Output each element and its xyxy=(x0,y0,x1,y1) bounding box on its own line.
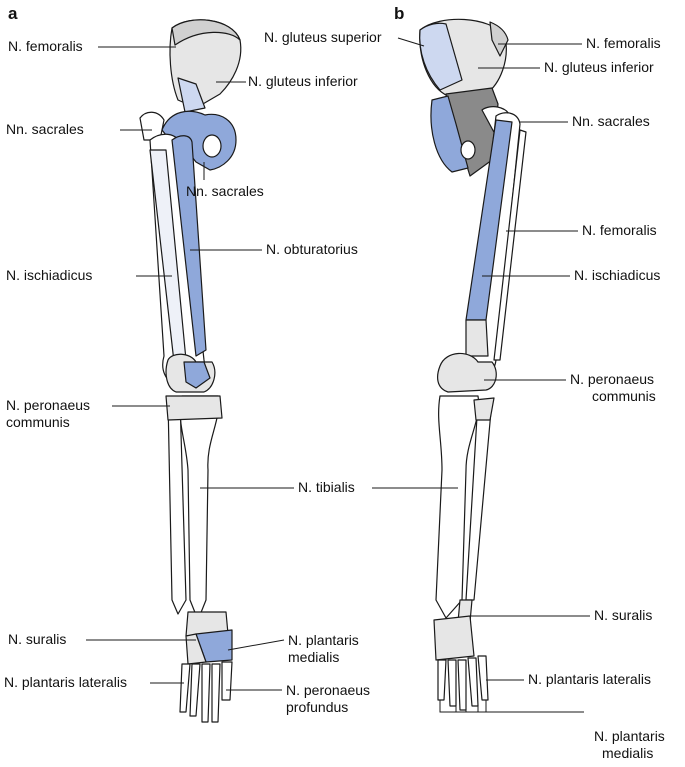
label-a-ischiadicus: N. ischiadicus xyxy=(6,267,93,283)
label-a-suralis: N. suralis xyxy=(8,631,67,647)
label-b-peronaeus-communis-line2: communis xyxy=(592,388,656,404)
label-a-peronaeus-profundus-line2: profundus xyxy=(286,699,349,715)
label-a-obturatorius: N. obturatorius xyxy=(266,241,358,257)
label-b-suralis: N. suralis xyxy=(594,607,653,623)
label-a-plantaris-medialis-line2: medialis xyxy=(288,649,340,665)
label-b-plantaris-lateralis: N. plantaris lateralis xyxy=(528,671,651,687)
tarsal-a-gray xyxy=(185,633,207,665)
label-b-ischiadicus: N. ischiadicus xyxy=(574,267,661,283)
femur-a-obturatorius xyxy=(171,135,207,357)
skeleton-posterior xyxy=(419,18,527,711)
femur-b-lower xyxy=(465,319,489,357)
leader-lines xyxy=(86,37,590,713)
panel-b-letter: b xyxy=(394,4,405,23)
ilium-a-glutinf xyxy=(177,77,206,113)
label-a-plantaris-lateralis: N. plantaris lateralis xyxy=(4,674,127,690)
tarsal-b xyxy=(433,615,475,661)
label-a-gluteus-inferior: N. gluteus inferior xyxy=(248,73,358,89)
label-a-plantaris-medialis-line1: N. plantaris xyxy=(288,632,359,648)
label-b-peronaeus-communis-line1: N. peronaeus xyxy=(570,371,655,387)
label-b-gluteus-superior: N. gluteus superior xyxy=(264,29,382,45)
toes-b xyxy=(437,655,489,711)
label-b-femoralis-top: N. femoralis xyxy=(586,35,661,51)
skeleton-anterior xyxy=(139,19,242,723)
obturator-foramen-a xyxy=(202,134,222,158)
label-b-plantaris-medialis-line1: N. plantaris xyxy=(594,728,665,744)
ilium-b-crest xyxy=(489,21,509,57)
tibia-a-upper xyxy=(165,395,223,421)
label-b-sacrales: Nn. sacrales xyxy=(572,113,650,129)
toes-a xyxy=(179,661,233,723)
label-b-femoralis-mid: N. femoralis xyxy=(582,222,657,238)
label-b-plantaris-medialis-line2: medialis xyxy=(602,745,654,761)
label-a-femoralis: N. femoralis xyxy=(8,38,83,54)
foramen-b xyxy=(460,140,476,160)
label-a-peronaeus-profundus-line1: N. peronaeus xyxy=(286,682,371,698)
patella-a xyxy=(183,361,211,389)
label-a-sacrales-top: Nn. sacrales xyxy=(6,121,84,137)
label-a-peronaeus-communis-line2: communis xyxy=(6,414,70,430)
label-a-peronaeus-communis-line1: N. peronaeus xyxy=(6,397,91,413)
label-b-gluteus-inferior: N. gluteus inferior xyxy=(544,59,654,75)
fibula-femoralis-b xyxy=(493,129,527,361)
label-a-sacrales-bottom: Nn. sacrales xyxy=(186,183,264,199)
label-a-tibialis: N. tibialis xyxy=(298,479,355,495)
fibula-b-head xyxy=(473,397,495,421)
knee-b xyxy=(437,352,497,393)
panel-a-letter: a xyxy=(8,4,18,23)
ilium-b-glutsup xyxy=(419,22,463,91)
ilium-a-crest xyxy=(171,19,241,46)
